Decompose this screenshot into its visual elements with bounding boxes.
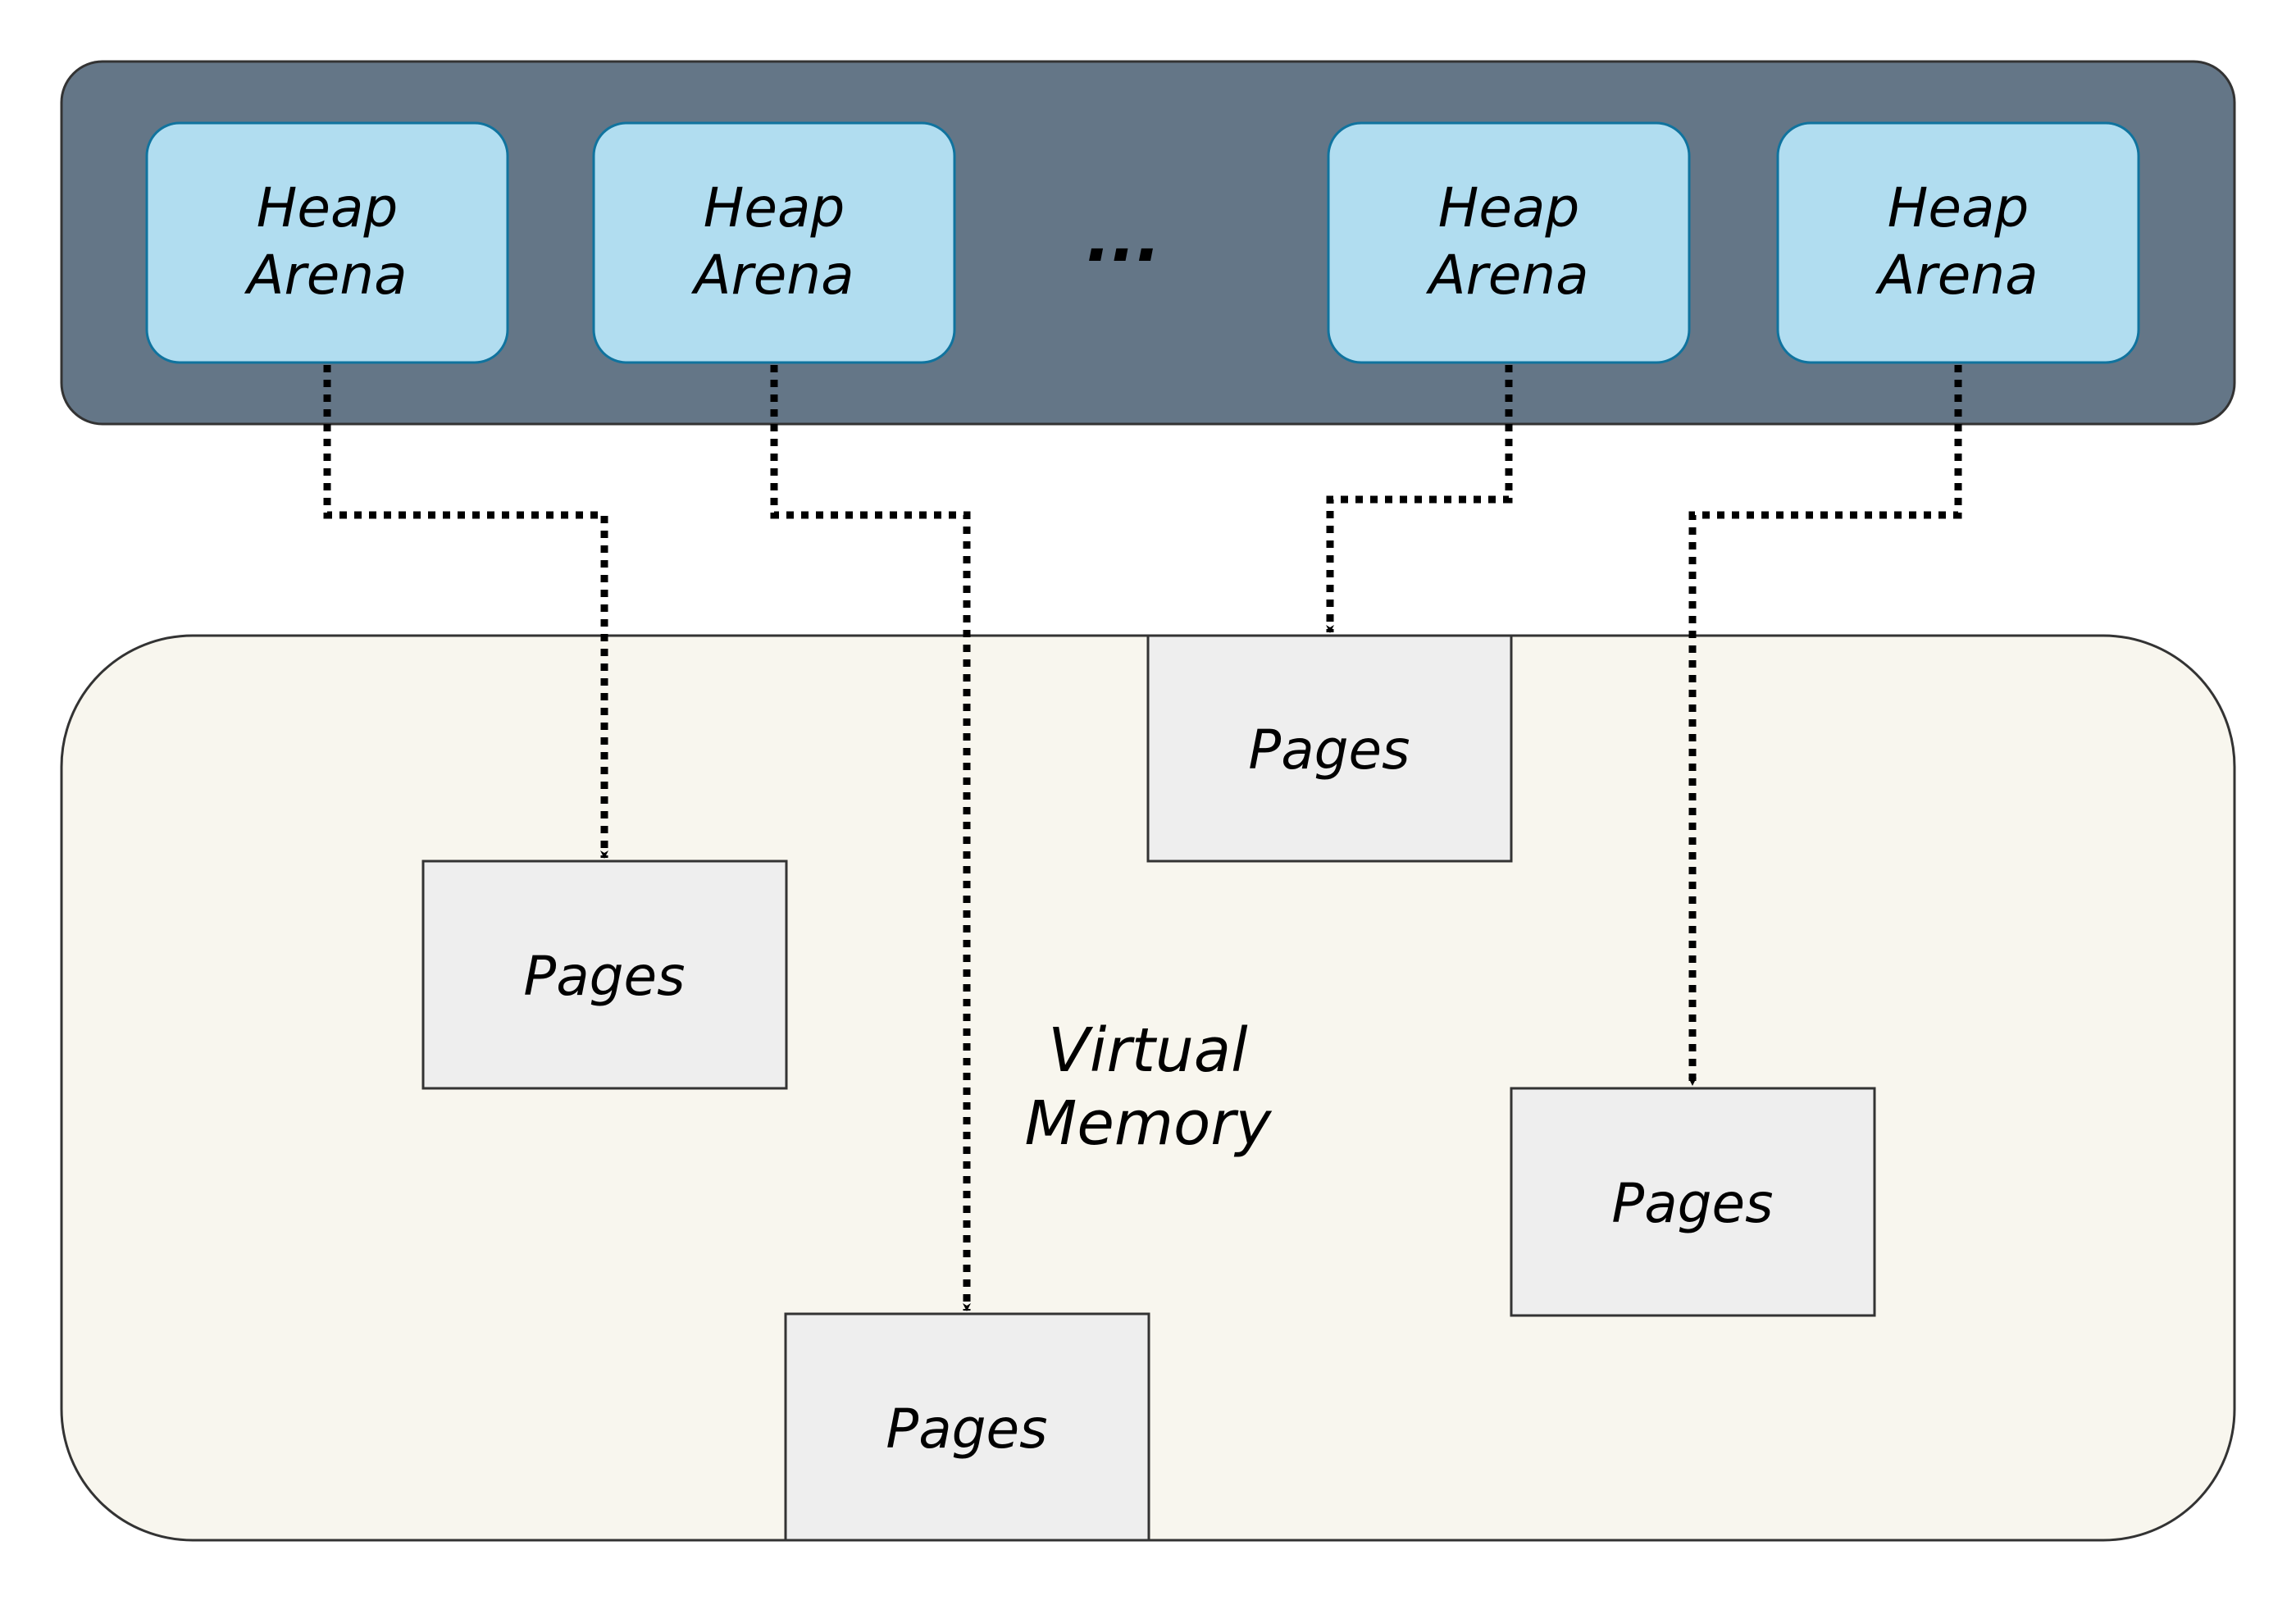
heap-arena-4: Heap Arena	[1776, 121, 2140, 364]
virtual-memory-label-line1: Virtual	[1048, 1015, 1248, 1086]
pages-block-2: Pages	[784, 1312, 1150, 1542]
heap-arena-2-label-line1: Heap	[704, 176, 845, 239]
pages-block-1-label: Pages	[523, 945, 685, 1008]
pages-block-4-label: Pages	[1611, 1172, 1773, 1235]
heap-arena-3-label-line1: Heap	[1438, 176, 1580, 239]
pages-block-3-label: Pages	[1248, 718, 1410, 782]
heap-arena-1-label-line2: Arena	[244, 244, 407, 307]
heap-arena-1: Heap Arena	[145, 121, 509, 364]
heap-arena-4-label-line1: Heap	[1888, 176, 2029, 239]
virtual-memory-label-line2: Memory	[1025, 1088, 1273, 1159]
heap-arena-1-label-line1: Heap	[257, 176, 399, 239]
connector-arena-1-to-pages-1	[323, 365, 608, 859]
connector-arena-3-to-pages-3	[1326, 365, 1513, 633]
pages-block-1: Pages	[421, 859, 788, 1090]
pages-block-3: Pages	[1146, 634, 1513, 863]
ellipsis: ...	[1086, 200, 1160, 276]
heap-arena-3: Heap Arena	[1327, 121, 1691, 364]
connector-arena-2-to-pages-2	[770, 365, 971, 1311]
pages-block-2-label: Pages	[886, 1398, 1047, 1461]
heap-arena-3-label-line2: Arena	[1425, 244, 1588, 307]
connector-arena-4-to-pages-4	[1688, 365, 1962, 1086]
pages-block-4: Pages	[1510, 1087, 1876, 1317]
heap-arena-4-label-line2: Arena	[1875, 244, 2038, 307]
heap-arena-2-label-line2: Arena	[690, 244, 854, 307]
heap-arena-2: Heap Arena	[592, 121, 956, 364]
